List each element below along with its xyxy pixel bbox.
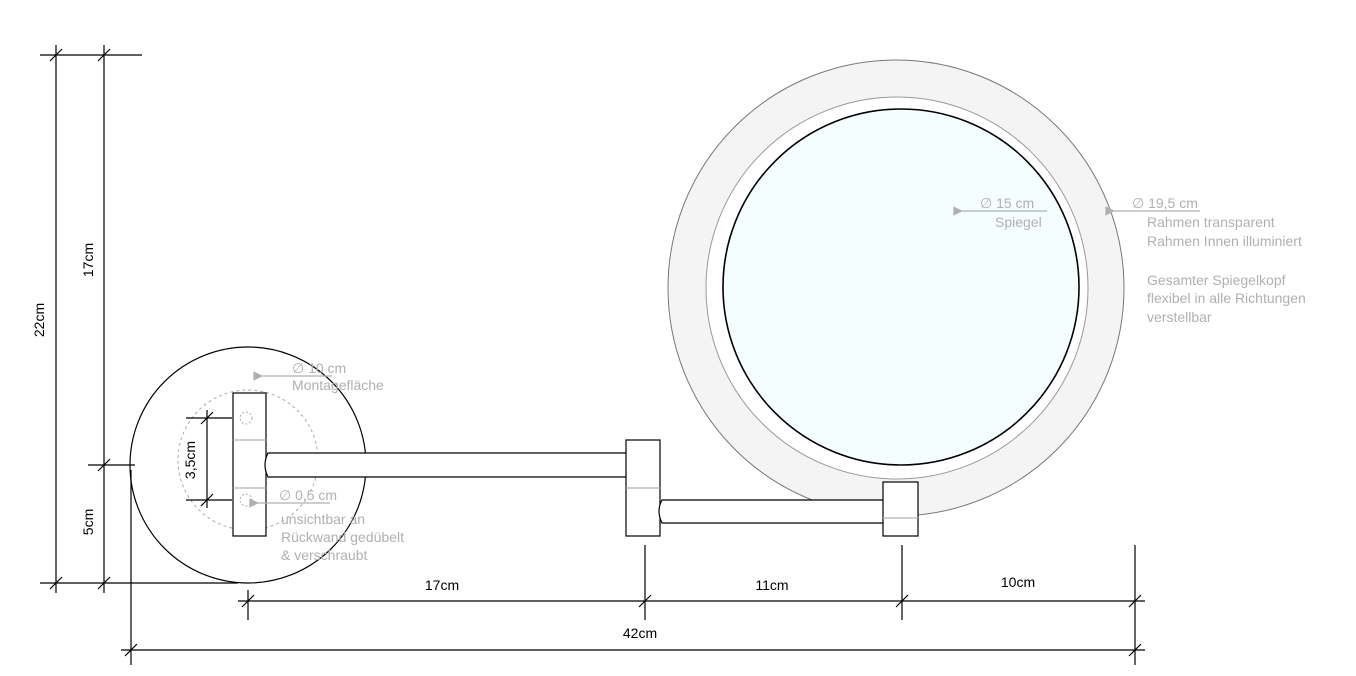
dimension-tick	[1128, 594, 1142, 608]
dimension-tick	[241, 594, 255, 608]
dimension-tick	[124, 643, 138, 657]
dimension-tick	[49, 48, 63, 62]
mirror-joint-block	[882, 481, 919, 537]
dimension-tick	[1128, 643, 1142, 657]
dimension-tick	[200, 411, 214, 425]
annotations: ∅ 10 cm Montagefläche ∅ 0,5 cm unsichtba…	[249, 195, 1306, 563]
dim-total-height: 22cm	[31, 303, 47, 337]
wall-mount	[129, 346, 367, 584]
head-note-1: Gesamter Spiegelkopf	[1147, 272, 1286, 288]
mount-diameter: ∅ 10 cm	[292, 360, 346, 376]
arms	[264, 439, 919, 537]
dimension-tick	[200, 493, 214, 507]
mirror-diameter: ∅ 15 cm	[980, 195, 1034, 211]
arm-2	[658, 499, 887, 524]
hole-note-2: Rückwand gedübelt	[281, 529, 404, 545]
dimension-tick	[638, 594, 652, 608]
dimension-tick	[97, 48, 111, 62]
frame-note-2: Rahmen Innen illuminiert	[1147, 233, 1302, 249]
dimension-tick	[97, 576, 111, 590]
dim-lower-height: 5cm	[80, 509, 96, 535]
arm-1	[264, 452, 632, 478]
hole-diameter: ∅ 0,5 cm	[279, 487, 337, 503]
hole-note-3: & verschraubt	[281, 547, 367, 563]
vertical-dimensions: 22cm 17cm 5cm 3,5cm	[31, 45, 238, 593]
dimension-tick	[97, 458, 111, 472]
dim-hole-spacing: 3,5cm	[182, 441, 198, 479]
dimension-tick	[49, 576, 63, 590]
frame-note-1: Rahmen transparent	[1147, 214, 1275, 230]
mirror-head	[667, 59, 1125, 517]
dim-arm1: 17cm	[425, 577, 459, 593]
head-note-3: verstellbar	[1147, 309, 1212, 325]
mirror-glass	[722, 108, 1080, 466]
screw-hole	[239, 411, 253, 425]
hole-note-1: unsichtbar an	[281, 511, 365, 527]
dim-mirror-offset: 10cm	[1001, 574, 1035, 590]
mirror-label: Spiegel	[995, 214, 1042, 230]
dim-upper-height: 17cm	[80, 243, 96, 277]
mount-label: Montagefläche	[292, 377, 384, 393]
frame-diameter: ∅ 19,5 cm	[1132, 195, 1198, 211]
wall-bracket	[232, 392, 267, 537]
dimension-tick	[895, 594, 909, 608]
dim-total-width: 42cm	[623, 625, 657, 641]
head-note-2: flexibel in alle Richtungen	[1147, 290, 1306, 306]
dim-arm2: 11cm	[755, 577, 788, 593]
horizontal-dimensions: 17cm 11cm 10cm 42cm	[121, 470, 1145, 665]
